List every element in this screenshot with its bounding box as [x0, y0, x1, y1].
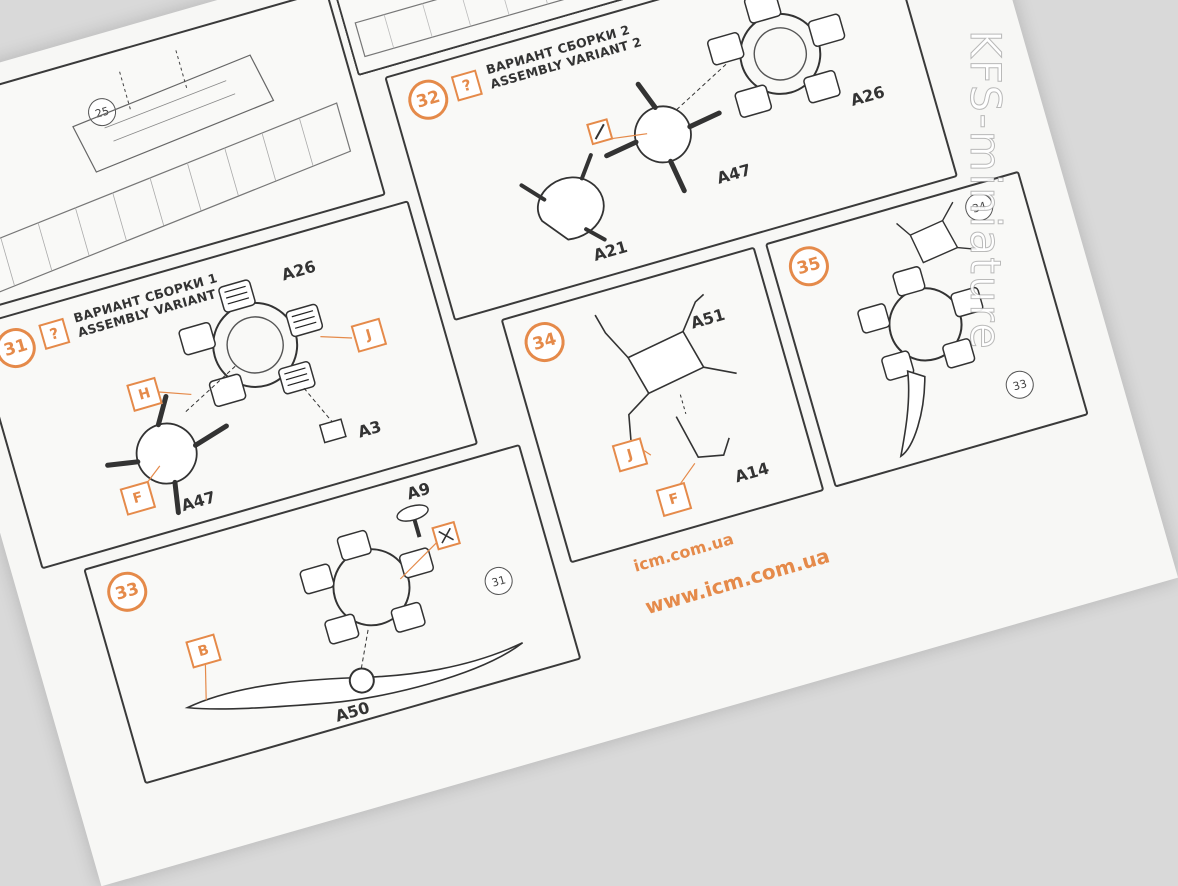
engine-drawing-32	[519, 0, 846, 242]
panel-step-25: 25	[0, 0, 386, 312]
watermark-text: KFS-miniature	[961, 30, 1011, 352]
propeller-drawing-33	[184, 504, 524, 710]
final-assembly-drawing-35	[857, 201, 984, 459]
panel-step-31: 31 ? ВАРИАНТ СБОРКИ 1 ASSEMBLY VARIANT 1	[0, 200, 479, 570]
panel-wing	[332, 0, 901, 77]
fuselage-drawing	[0, 50, 352, 298]
engine-drawing-31	[105, 279, 353, 516]
panel-step-35: 35 34 33	[764, 170, 1089, 488]
wing-drawing	[354, 0, 876, 58]
panel-step-34: 34 A51 A14 J F	[500, 246, 825, 564]
panel-step-32: 32 ? ВАРИАНТ СБОРКИ 2 ASSEMBLY VARIANT 2	[384, 0, 959, 322]
strut-drawing-34	[594, 293, 737, 490]
panel-step-33: 33 A9 A50	[83, 443, 582, 785]
